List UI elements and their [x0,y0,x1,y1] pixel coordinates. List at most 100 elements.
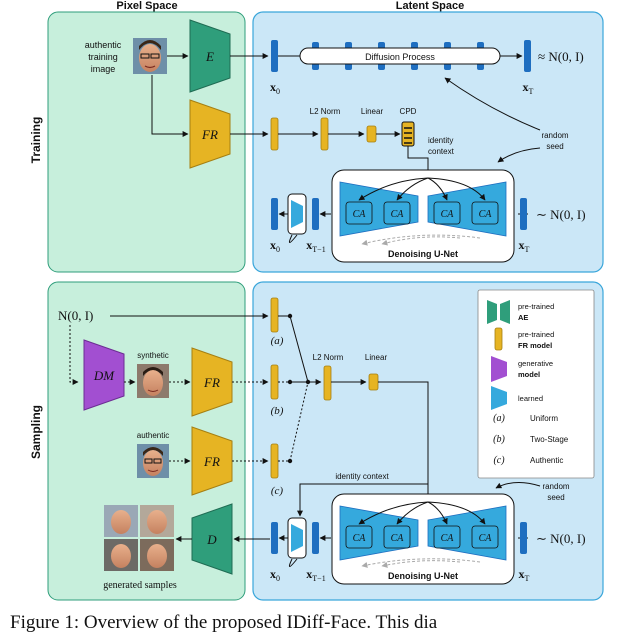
random-seed-label-1-training: random [541,131,568,140]
ca-block-4-sampling [471,525,499,549]
legend-b-key: (b) [493,434,505,445]
approx-noise-label: ≈ N(0, I) [538,49,584,64]
opt-c-label: (c) [271,485,284,497]
decoder-label: D [206,532,217,547]
ca-block-1-sampling [345,525,373,549]
random-seed-label-2-training: seed [546,142,563,151]
diffusion-process-label: Diffusion Process [365,52,435,62]
latent-x0-label: x0 [270,80,280,96]
linear-label-sampling: Linear [365,353,388,362]
authentic-training-label-3: image [91,64,116,74]
linear-bar-sampling [368,373,379,391]
opt-a-label: (a) [271,335,284,347]
ca-label-3-training: CA [441,209,455,220]
ca-block-3-training [433,201,461,225]
legend-ae-label-2: AE [518,313,528,322]
pixel-space-title: Pixel Space [116,0,177,12]
random-seed-label-2-sampling: seed [547,493,564,502]
sampling-xT-bar [520,522,527,554]
training-x0-bottom-bar [271,198,278,230]
ca-block-4-training [471,201,499,225]
legend-gen-icon [491,356,507,382]
sampling-row-label: Sampling [29,405,43,459]
random-seed-label-1-sampling: random [542,482,569,491]
identity-context-label-2: context [428,147,455,156]
training-face-image [133,38,167,74]
sampling-small-unet [287,517,307,559]
legend-a-value: Uniform [530,414,558,423]
latent-space-title: Latent Space [396,0,464,12]
legend-fr-icon [494,327,503,351]
latent-x0-bar [271,40,278,72]
fr-block-authentic [191,426,233,496]
generated-samples-grid [104,505,174,571]
l2norm-label-sampling: L2 Norm [313,353,344,362]
cpd-label: CPD [400,107,417,116]
sampling-noise-input: N(0, I) [58,308,93,323]
opt-c-bar [270,443,279,479]
training-xT-right-bar [520,198,527,230]
opt-a-bar [270,297,279,333]
training-xT-right-label: xT [519,238,530,254]
legend-ae-icon [487,300,510,324]
ca-label-1-training: CA [353,209,367,220]
fr-label-synthetic: FR [203,375,220,390]
identity-context-label-1: identity [428,136,453,145]
fr-embedding-bar [270,117,279,151]
authentic-label-sampling: authentic [137,431,169,440]
dm-block [83,339,125,411]
ca-block-2-training [383,201,411,225]
legend-learned-icon [491,386,507,410]
training-noise-right: ∼ N(0, I) [536,207,586,222]
ca-label-2-training: CA [391,209,405,220]
figure-caption: Figure 1: Overview of the proposed IDiff… [10,612,438,632]
legend-learned-label: learned [518,394,543,403]
unet-label-training: Denoising U-Net [388,249,458,259]
training-x0-bottom-label: x0 [270,238,280,254]
linear-bar-training [366,125,377,143]
sampling-x0-label: x0 [270,567,280,583]
unet-label-sampling: Denoising U-Net [388,571,458,581]
decoder-block [191,503,233,575]
ca-label-1-sampling: CA [353,533,367,544]
sampling-xT1-bar [312,522,319,554]
sampling-x0-bar [271,522,278,554]
l2norm-bar-training [320,117,329,151]
cpd-block [401,121,415,147]
generated-samples-label: generated samples [103,580,177,591]
identity-context-label-sampling: identity context [335,472,389,481]
legend-b-value: Two-Stage [530,435,569,444]
legend-fr-label-2: FR model [518,341,552,350]
training-xT1-bar [312,198,319,230]
ca-block-1-training [345,201,373,225]
encoder-label: E [205,49,214,64]
ca-block-3-sampling [433,525,461,549]
ca-label-2-sampling: CA [391,533,405,544]
sampling-noise-right: ∼ N(0, I) [536,531,586,546]
selector-lines [278,315,309,462]
sampling-xT1-label: xT−1 [306,567,325,583]
dm-label: DM [93,368,115,383]
fr-block-training [189,99,231,169]
opt-b-bar [270,364,279,400]
legend-fr-label-1: pre-trained [518,330,554,339]
legend-gen-label-2: model [518,370,540,379]
linear-label-training: Linear [361,107,384,116]
synthetic-label: synthetic [137,351,169,360]
authentic-training-label-1: authentic [85,40,122,50]
legend-box [477,289,595,479]
fr-label-authentic: FR [203,454,220,469]
sampling-xT-label: xT [519,567,530,583]
l2norm-label-training: L2 Norm [310,107,341,116]
ca-label-4-sampling: CA [479,533,493,544]
ca-block-2-sampling [383,525,411,549]
synthetic-face-image [137,364,169,398]
diffusion-process-box [299,47,501,65]
training-small-unet [287,193,307,235]
legend-c-value: Authentic [530,456,563,465]
legend-ae-label-1: pre-trained [518,302,554,311]
latent-xT-bar [524,40,531,72]
encoder-block [189,19,231,93]
latent-xT-label: xT [523,80,534,96]
